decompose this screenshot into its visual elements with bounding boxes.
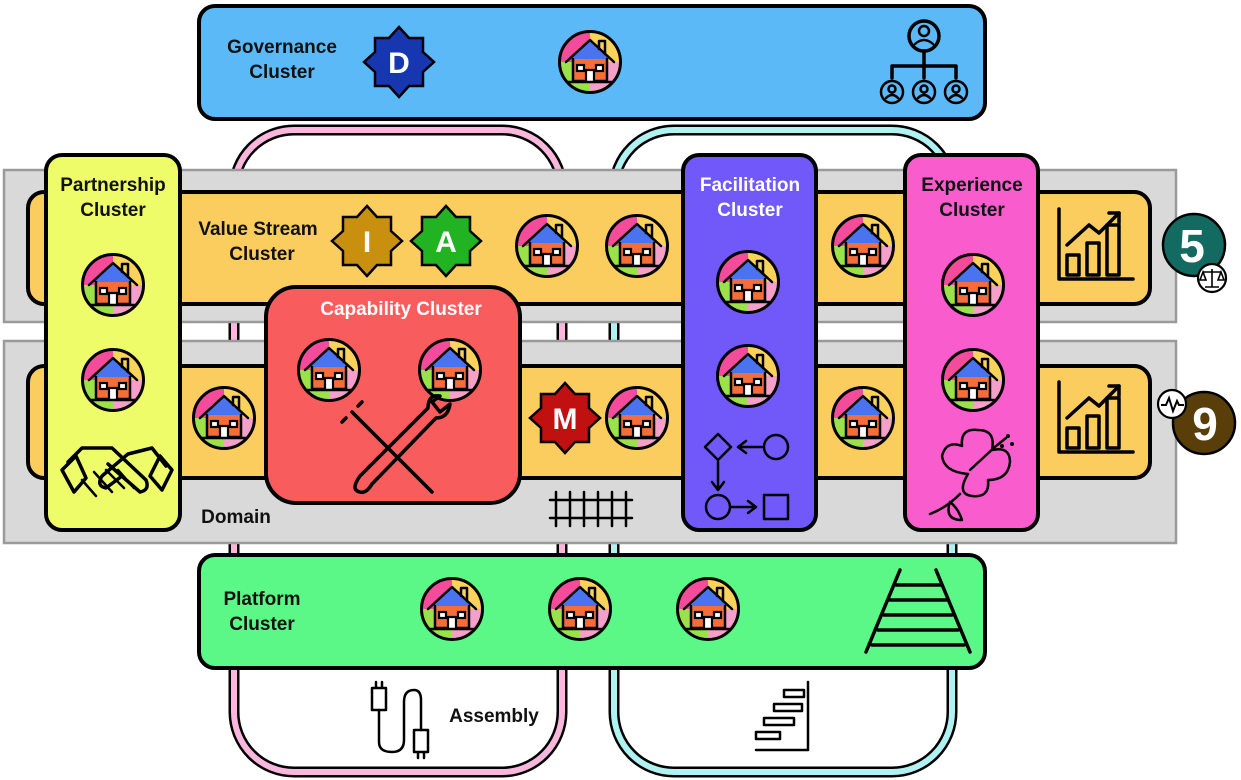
- house-icon: [515, 214, 579, 278]
- nine-circle: 9: [1171, 390, 1237, 456]
- house-icon: [941, 253, 1005, 317]
- org-chart-icon: [879, 19, 969, 105]
- house-icon: [192, 386, 256, 450]
- house-icon: [676, 577, 740, 641]
- flowchart-icon: [703, 432, 790, 521]
- experience-label-line2: Cluster: [939, 200, 1005, 221]
- nine-number: 9: [1192, 398, 1218, 450]
- a-badge-letter: A: [435, 226, 457, 259]
- fence-icon: [548, 490, 634, 528]
- facilitation-label-line1: Facilitation: [700, 175, 800, 196]
- governance-label-line2: Cluster: [249, 62, 315, 83]
- house-icon: [831, 386, 895, 450]
- heartbeat-icon: [1156, 388, 1188, 420]
- experience-label-line1: Experience: [921, 175, 1022, 196]
- partnership-label-line2: Cluster: [80, 200, 146, 221]
- m-badge-letter: M: [553, 403, 578, 436]
- tools-icon: [340, 394, 452, 495]
- i-badge-letter: I: [363, 226, 371, 259]
- value-stream-label-line2: Cluster: [229, 244, 295, 265]
- assembly-label: Assembly: [449, 706, 539, 727]
- staircase-chart-icon: [754, 680, 810, 752]
- scale-icon: [1196, 262, 1228, 294]
- domain-label: Domain: [201, 507, 271, 528]
- house-icon: [418, 338, 482, 402]
- usb-cable-icon: [370, 680, 430, 760]
- house-icon: [81, 253, 145, 317]
- partnership-cluster: [44, 153, 182, 532]
- platform-label-line1: Platform: [223, 589, 300, 610]
- value-stream-label-line1: Value Stream: [198, 219, 317, 240]
- handshake-icon: [60, 446, 174, 498]
- railway-track-icon: [864, 568, 972, 654]
- house-icon: [716, 344, 780, 408]
- house-icon: [297, 338, 361, 402]
- house-icon: [941, 348, 1005, 412]
- house-icon: [605, 386, 669, 450]
- house-icon: [605, 214, 669, 278]
- capability-label: Capability Cluster: [320, 299, 482, 320]
- experience-cluster: [903, 153, 1040, 532]
- house-icon: [420, 577, 484, 641]
- five-number: 5: [1179, 220, 1205, 272]
- hibiscus-icon: [928, 428, 1014, 522]
- a-badge: A: [409, 204, 483, 278]
- five-circle: 5: [1161, 212, 1227, 278]
- house-icon: [81, 348, 145, 412]
- house-icon: [558, 30, 622, 94]
- partnership-label-line1: Partnership: [60, 175, 166, 196]
- governance-label-line1: Governance: [227, 37, 337, 58]
- platform-label-line2: Cluster: [229, 614, 295, 635]
- d-badge-letter: D: [388, 47, 410, 80]
- d-badge: D: [362, 25, 436, 99]
- house-icon: [548, 577, 612, 641]
- house-icon: [716, 250, 780, 314]
- i-badge: I: [330, 204, 404, 278]
- house-icon: [831, 214, 895, 278]
- m-badge: M: [528, 381, 602, 455]
- facilitation-label-line2: Cluster: [717, 200, 783, 221]
